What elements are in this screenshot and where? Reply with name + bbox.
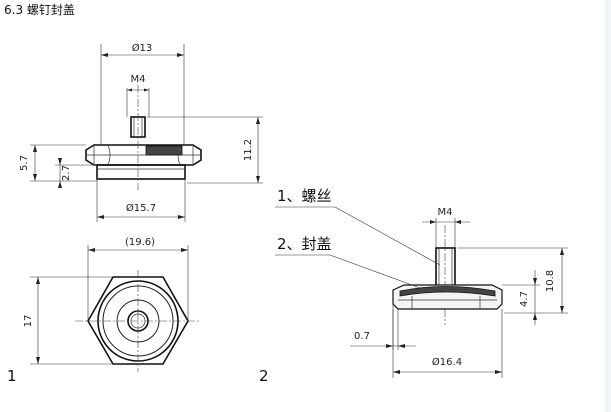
fig1-top-view: (19.6) 17 <box>23 237 200 372</box>
fig1-section-hatch <box>145 145 183 156</box>
fig2-leader-cap <box>329 254 421 289</box>
fig1-number: 1 <box>7 367 17 385</box>
fig1-front-view: Ø13 M4 11.2 5.7 2.7 Ø15.7 <box>19 42 263 222</box>
fig1-dim-across-flats: 17 <box>23 315 34 328</box>
fig1-dim-thread: M4 <box>131 74 146 85</box>
fig2-dim-cap-height: 4.7 <box>519 291 530 307</box>
fig1-dim-across-corners: (19.6) <box>125 237 155 248</box>
fig1-dim-base-dia: Ø15.7 <box>126 202 156 214</box>
fig1-dim-total-height: 11.2 <box>243 139 254 161</box>
fig2-dim-total-height: 10.8 <box>545 270 556 292</box>
fig1-dim-cap-height: 2.7 <box>61 165 72 181</box>
fig2-callout-screw: 1、螺丝 <box>277 187 332 205</box>
page-edge-strip <box>605 0 611 412</box>
fig2-leader-screw <box>334 206 441 266</box>
fig2-section-view: M4 10.8 4.7 0.7 Ø16.4 <box>275 206 568 378</box>
fig2-dim-thread: M4 <box>438 207 453 218</box>
fig1-base <box>96 164 186 180</box>
fig2-number: 2 <box>259 367 269 385</box>
fig1-dim-body-height: 5.7 <box>19 155 30 171</box>
fig2-cap-section <box>399 286 496 297</box>
fig1-dim-outer-dia: Ø13 <box>132 42 153 54</box>
fig2-dim-lip: 0.7 <box>354 331 370 342</box>
fig2-dim-base-dia: Ø16.4 <box>432 356 462 368</box>
section-heading: 6.3 螺钉封盖 <box>4 3 75 17</box>
fig1-hex-body <box>85 144 202 166</box>
fig2-callout-cap: 2、封盖 <box>277 235 332 253</box>
